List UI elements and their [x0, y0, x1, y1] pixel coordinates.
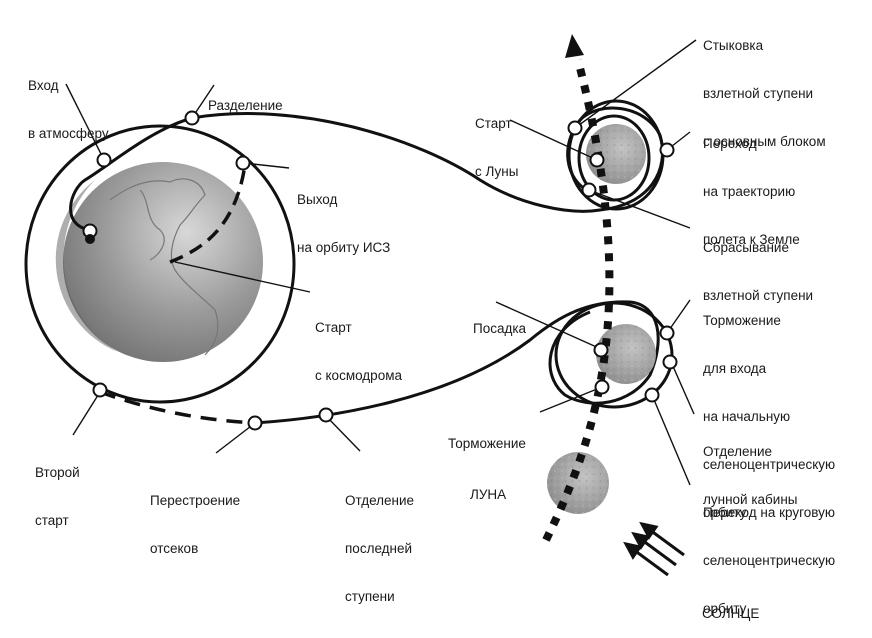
- label-second-start: Второй старт: [35, 433, 80, 545]
- node-landing-moon: [593, 342, 609, 358]
- node-second-start: [92, 382, 108, 398]
- node-cabin-separation: [662, 354, 678, 370]
- node-braking-entry: [659, 325, 675, 341]
- label-moon: ЛУНА: [470, 455, 506, 519]
- label-line: Отделение: [345, 493, 415, 508]
- label-braking: Торможение: [448, 404, 526, 468]
- label-line: на траекторию: [703, 184, 796, 199]
- node-moon-launch: [589, 152, 605, 168]
- label-line: для входа: [703, 361, 767, 376]
- label-line: селеноцентрическую: [703, 457, 836, 472]
- label-line: Вход: [28, 78, 59, 93]
- label-line: Сбрасывание: [703, 240, 789, 255]
- earth: [55, 162, 263, 362]
- label-stage-jettison: Сбрасывание взлетной ступени: [703, 208, 813, 320]
- node-separation: [184, 110, 200, 126]
- translunar-dashed: [99, 390, 256, 425]
- label-line: ЛУНА: [470, 487, 507, 502]
- moon-middle: [554, 301, 674, 409]
- leader-lines: [65, 39, 697, 486]
- label-line: Переход на круговую: [703, 505, 835, 520]
- moon-lower: [547, 452, 609, 514]
- node-stage-jettison: [581, 182, 597, 198]
- label-line: с Луны: [475, 164, 519, 179]
- label-line: отсеков: [150, 541, 199, 556]
- node-orbit-insertion: [235, 155, 251, 171]
- label-line: полета к Земле: [703, 232, 800, 247]
- label-line: последней: [345, 541, 413, 556]
- launch-trajectory: [169, 164, 247, 264]
- label-line: в атмосферу: [28, 126, 109, 141]
- label-line: Старт: [315, 320, 352, 335]
- label-line: Выход: [297, 192, 338, 207]
- lunar-mission-diagram: [24, 34, 697, 577]
- label-line: Посадка: [473, 321, 527, 336]
- label-line: Второй: [35, 465, 80, 480]
- label-line: лунной кабины: [703, 492, 798, 507]
- label-cabin-separation: Отделение лунной кабины: [703, 412, 797, 524]
- label-line: с основным блоком: [703, 134, 826, 149]
- label-orbit-insertion: Выход на орбиту ИСЗ: [297, 160, 390, 272]
- label-separation: Разделение: [208, 66, 283, 130]
- label-line: Отделение: [703, 444, 773, 459]
- node-last-stage: [318, 407, 334, 423]
- label-moon-launch: Старт с Луны: [475, 84, 518, 196]
- node-rearrangement: [247, 415, 263, 431]
- translunar-trajectory: [254, 300, 660, 425]
- label-braking-entry: Торможение для входа на начальную селено…: [703, 281, 835, 537]
- label-line: Переход: [703, 136, 757, 151]
- earth-parking-orbit: [24, 124, 296, 404]
- label-docking: Стыковка взлетной ступени с основным бло…: [703, 6, 826, 166]
- label-line: Торможение: [448, 436, 526, 451]
- label-line: орбиту: [703, 505, 747, 520]
- label-line: Разделение: [208, 98, 283, 113]
- label-rearrangement: Перестроение отсеков: [150, 461, 240, 573]
- trajectory-nodes: [82, 110, 678, 431]
- node-docking: [567, 120, 583, 136]
- label-line: на начальную: [703, 409, 791, 424]
- label-sun: СОЛНЦЕ: [702, 574, 759, 638]
- label-line: СОЛНЦЕ: [702, 606, 760, 621]
- node-atmosphere-entry: [96, 152, 112, 168]
- label-line: ступени: [345, 589, 395, 604]
- node-circular-orbit: [644, 387, 660, 403]
- label-line: Торможение: [703, 313, 781, 328]
- label-line: Стыковка: [703, 38, 764, 53]
- label-cosmodrome-launch: Старт с космодрома: [315, 288, 402, 400]
- label-line: на орбиту ИСЗ: [297, 240, 391, 255]
- label-line: селеноцентрическую: [703, 553, 836, 568]
- label-earth-transfer: Переход на траекторию полета к Земле: [703, 104, 800, 264]
- label-line: с космодрома: [315, 368, 402, 383]
- label-line: старт: [35, 513, 69, 528]
- moon-path-arrowhead: [565, 34, 584, 58]
- label-landing: Посадка: [473, 289, 526, 353]
- label-line: взлетной ступени: [703, 288, 814, 303]
- sun-arrows: [623, 521, 685, 577]
- continents: [109, 178, 219, 356]
- node-braking: [594, 379, 610, 395]
- node-earth-transfer: [659, 142, 675, 158]
- label-line: Старт: [475, 116, 512, 131]
- label-last-stage-separation: Отделение последней ступени: [345, 461, 414, 621]
- label-line: взлетной ступени: [703, 86, 814, 101]
- label-line: Перестроение: [150, 493, 241, 508]
- label-atmosphere-entry: Вход в атмосферу: [28, 46, 109, 158]
